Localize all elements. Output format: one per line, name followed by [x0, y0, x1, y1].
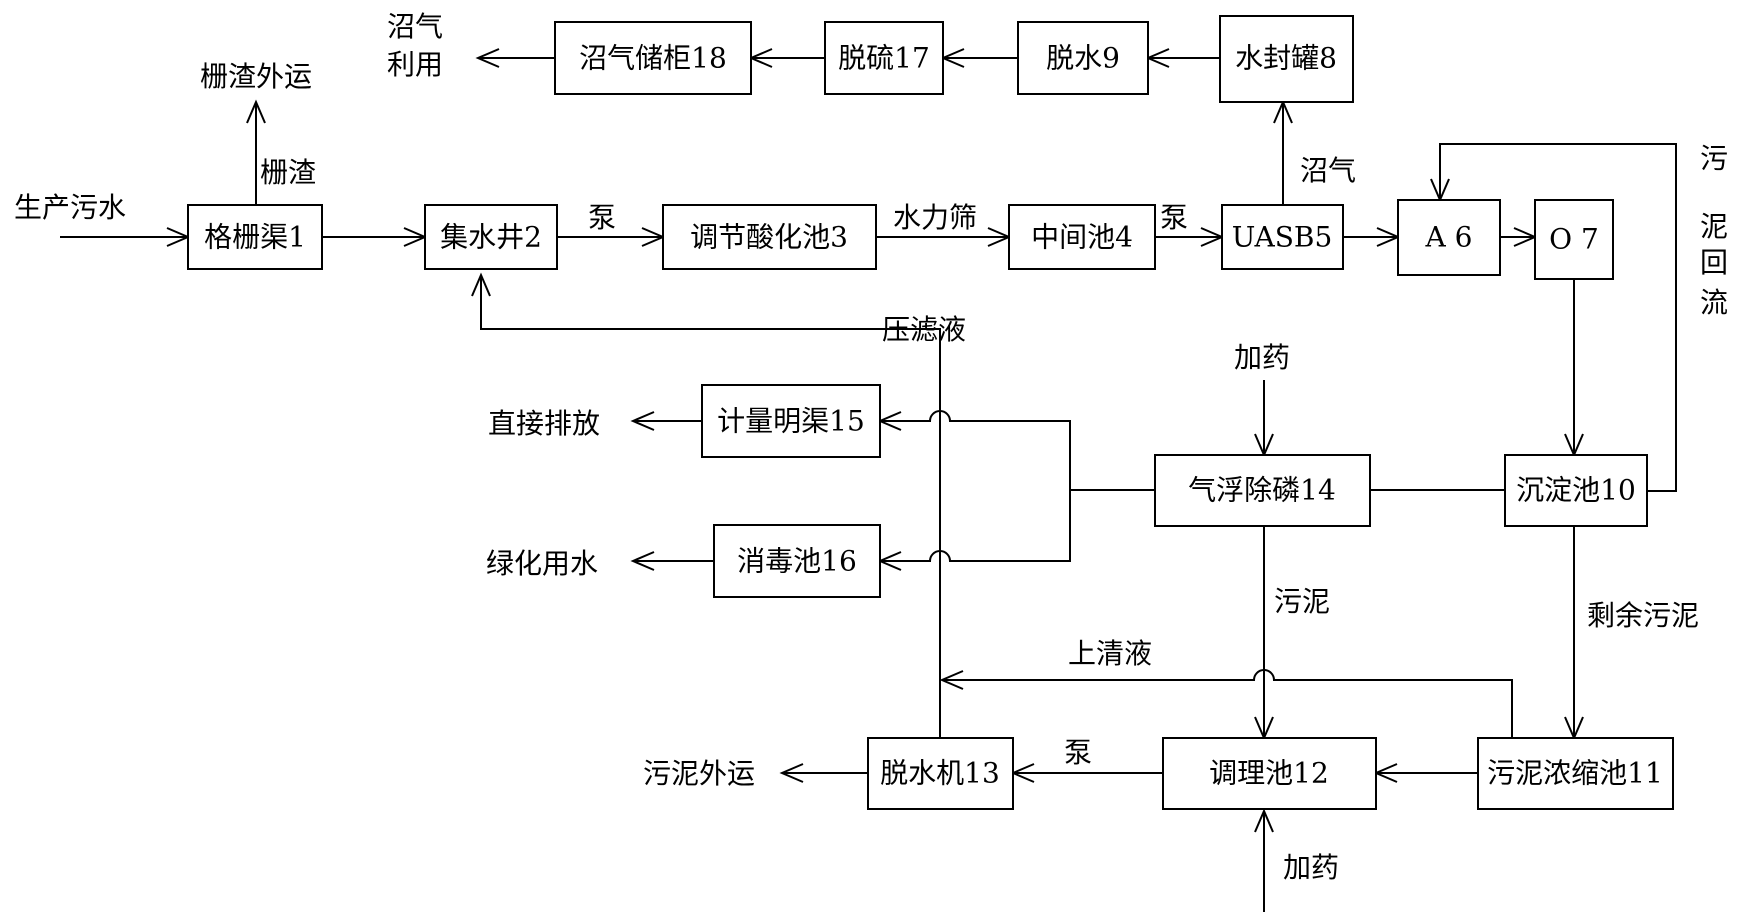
node-gastank-label: 沼气储柜18 — [579, 42, 727, 75]
node-grille-label: 格栅渠1 — [204, 221, 306, 254]
label-biogas-use-2: 利用 — [387, 48, 443, 81]
node-sed: 沉淀池10 — [1504, 454, 1648, 527]
node-desulf: 脱硫17 — [824, 21, 944, 95]
node-o7-label: O 7 — [1549, 223, 1599, 256]
label-pump2: 泵 — [1160, 201, 1188, 234]
label-biogas-use-1: 沼气 — [387, 10, 443, 43]
label-screenings-out: 栅渣外运 — [200, 60, 312, 93]
node-press-label: 脱水机13 — [880, 757, 1000, 790]
label-return-sludge-2: 泥 — [1700, 210, 1728, 243]
label-hydro-screen: 水力筛 — [893, 201, 977, 234]
node-a6: A 6 — [1397, 199, 1501, 276]
label-sludge-out: 污泥外运 — [643, 757, 755, 790]
node-mid-label: 中间池4 — [1031, 221, 1133, 254]
label-return-sludge-4: 流 — [1700, 286, 1728, 319]
node-press: 脱水机13 — [867, 737, 1014, 810]
node-thick: 污泥浓缩池11 — [1477, 737, 1674, 810]
node-meter: 计量明渠15 — [701, 384, 881, 458]
label-pump3: 泵 — [1064, 736, 1092, 769]
connectors — [60, 48, 1677, 912]
node-dewater9-label: 脱水9 — [1046, 42, 1120, 75]
filtrate-return-line — [471, 272, 941, 737]
label-dosing1: 加药 — [1234, 341, 1290, 374]
label-pump1: 泵 — [588, 201, 616, 234]
node-thick-label: 污泥浓缩池11 — [1487, 757, 1663, 790]
label-supernatant: 上清液 — [1068, 637, 1152, 670]
node-mid: 中间池4 — [1008, 204, 1156, 270]
node-meter-label: 计量明渠15 — [717, 405, 865, 438]
label-excess-sludge: 剩余污泥 — [1587, 599, 1699, 632]
node-a6-label: A 6 — [1425, 221, 1473, 254]
node-dewater9: 脱水9 — [1017, 21, 1149, 95]
label-sludge: 污泥 — [1274, 585, 1330, 618]
label-filtrate: 压滤液 — [882, 313, 966, 346]
node-gastank: 沼气储柜18 — [554, 21, 752, 95]
sludge-return-line — [1430, 143, 1677, 492]
node-sed-label: 沉淀池10 — [1516, 474, 1636, 507]
node-seal: 水封罐8 — [1219, 15, 1354, 103]
node-desulf-label: 脱硫17 — [838, 42, 930, 75]
node-uasb: UASB5 — [1221, 204, 1344, 270]
split-to-disinf-line — [877, 490, 1071, 571]
node-seal-label: 水封罐8 — [1235, 42, 1337, 75]
label-dosing2: 加药 — [1283, 851, 1339, 884]
label-discharge: 直接排放 — [488, 407, 600, 440]
node-well: 集水井2 — [424, 204, 558, 270]
node-flot-label: 气浮除磷14 — [1188, 474, 1336, 507]
node-cond: 调理池12 — [1162, 737, 1377, 810]
node-well-label: 集水井2 — [440, 221, 542, 254]
node-o7: O 7 — [1534, 199, 1614, 280]
label-influent: 生产污水 — [14, 191, 126, 224]
label-biogas: 沼气 — [1300, 154, 1356, 187]
node-acid: 调节酸化池3 — [662, 204, 877, 270]
node-grille: 格栅渠1 — [187, 204, 323, 270]
node-acid-label: 调节酸化池3 — [690, 221, 848, 254]
node-flot: 气浮除磷14 — [1154, 454, 1371, 527]
label-greening: 绿化用水 — [486, 547, 598, 580]
node-disinf-label: 消毒池16 — [737, 545, 857, 578]
label-screenings: 栅渣 — [260, 156, 316, 189]
label-return-sludge-1: 污 — [1700, 142, 1728, 175]
split-to-meter-line — [877, 410, 1071, 490]
node-uasb-label: UASB5 — [1232, 221, 1333, 254]
supernatant-line — [939, 669, 1513, 738]
label-return-sludge-3: 回 — [1700, 246, 1728, 279]
node-cond-label: 调理池12 — [1209, 757, 1329, 790]
node-disinf: 消毒池16 — [713, 524, 881, 598]
flow-labels: 生产污水 栅渣 栅渣外运 泵 水力筛 泵 沼气 沼气 利用 污 泥 回 流 压滤… — [14, 10, 1728, 884]
